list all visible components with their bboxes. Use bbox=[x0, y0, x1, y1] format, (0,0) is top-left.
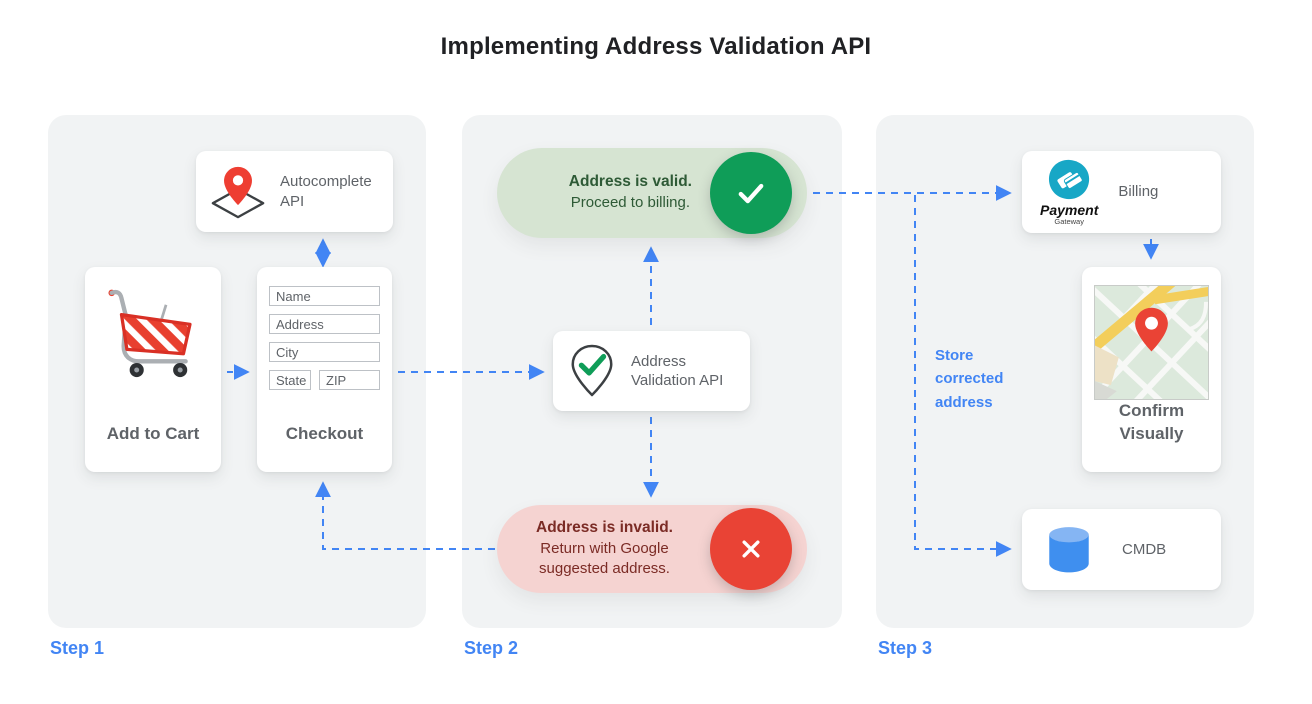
step3-label: Step 3 bbox=[878, 638, 933, 658]
billing-card: Payment Gateway Billing bbox=[1022, 151, 1221, 233]
check-circle-icon bbox=[710, 152, 792, 234]
valid-subtitle: Proceed to billing. bbox=[570, 194, 691, 212]
zip-field: ZIP bbox=[319, 370, 380, 390]
diagram-title: Implementing Address Validation API bbox=[440, 33, 872, 60]
address-validation-api-label: Address Validation API bbox=[631, 352, 724, 390]
step1-label: Step 1 bbox=[50, 638, 105, 658]
add-to-cart-card: Add to Cart bbox=[85, 267, 221, 472]
autocomplete-api-label: Autocomplete API bbox=[280, 173, 372, 210]
name-field: Name bbox=[269, 286, 380, 306]
checkout-card: Name Address City State ZIP Checkout bbox=[257, 267, 392, 472]
checkout-label: Checkout bbox=[285, 424, 364, 444]
cmdb-label: CMDB bbox=[1122, 540, 1167, 558]
address-valid-pill: Address is valid. Proceed to billing. bbox=[497, 148, 807, 238]
validation-pin-check-icon bbox=[567, 344, 617, 398]
address-invalid-pill: Address is invalid. Return with Google s… bbox=[497, 505, 807, 593]
payment-gateway-logo: Payment Gateway bbox=[1040, 159, 1098, 226]
confirm-visually-label: Confirm Visually bbox=[1118, 401, 1185, 444]
payment-logo-title: Payment bbox=[1040, 201, 1099, 218]
autocomplete-map-pin-icon bbox=[210, 165, 266, 219]
address-field: Address bbox=[269, 314, 380, 334]
state-field: State bbox=[269, 370, 311, 390]
store-corrected-address-note: Store corrected address bbox=[935, 347, 1004, 411]
payment-logo-subtitle: Gateway bbox=[1054, 216, 1084, 226]
checkout-form: Name Address City State ZIP bbox=[269, 286, 380, 390]
x-circle-icon bbox=[710, 508, 792, 590]
step2-label: Step 2 bbox=[464, 638, 519, 658]
shopping-cart-icon bbox=[103, 285, 203, 379]
valid-title: Address is valid. bbox=[568, 173, 692, 191]
autocomplete-api-card: Autocomplete API bbox=[196, 151, 393, 232]
add-to-cart-label: Add to Cart bbox=[106, 424, 200, 444]
confirm-visually-card: Confirm Visually bbox=[1054, 240, 1252, 472]
invalid-subtitle: Return with Google suggested address. bbox=[539, 540, 670, 578]
billing-label: Billing bbox=[1118, 183, 1159, 201]
invalid-title: Address is invalid. bbox=[536, 519, 673, 537]
map-preview-icon bbox=[1054, 240, 1252, 442]
address-validation-api-card: Address Validation API bbox=[553, 331, 750, 411]
payment-gateway-icon bbox=[1049, 159, 1090, 199]
city-field: City bbox=[269, 342, 380, 362]
cmdb-card: CMDB bbox=[1022, 509, 1221, 590]
database-cylinder-icon bbox=[1040, 524, 1098, 576]
